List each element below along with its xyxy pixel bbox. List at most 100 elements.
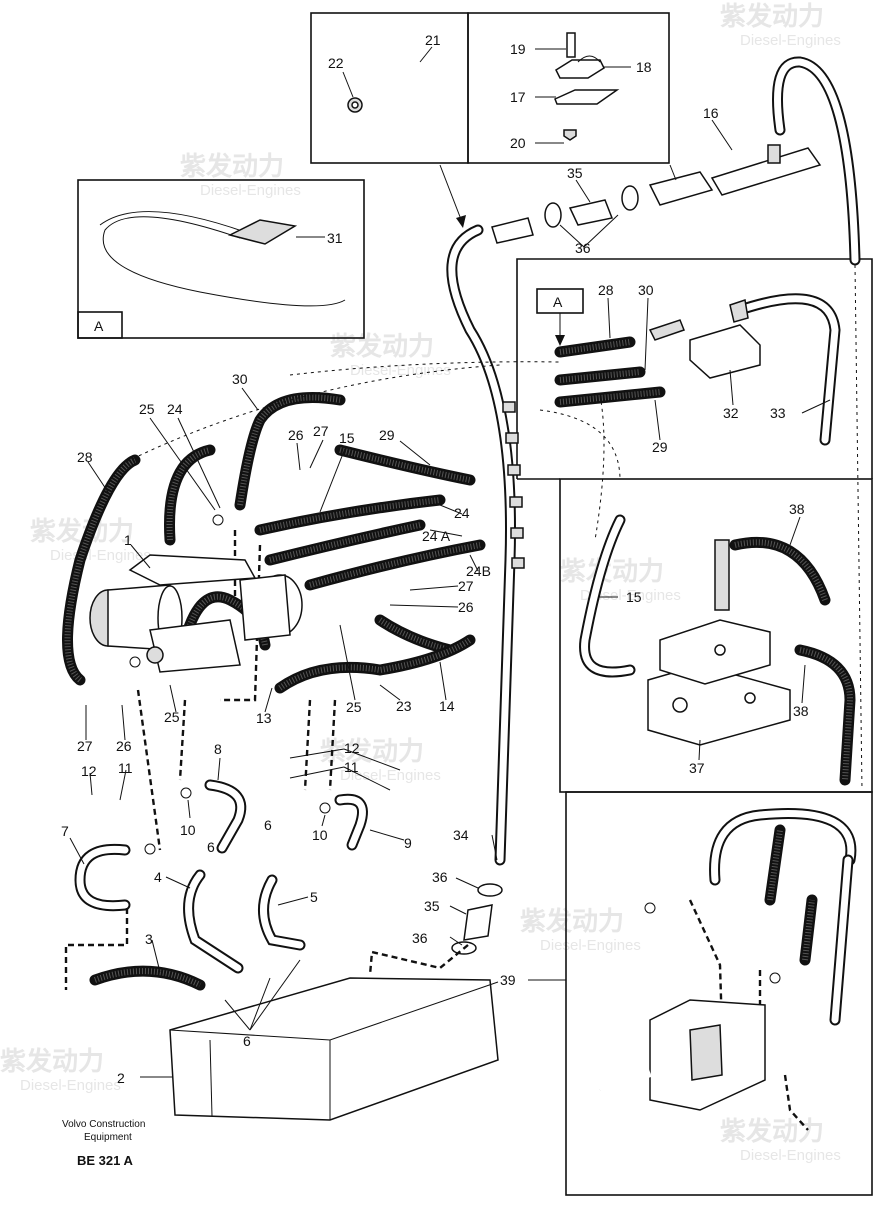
tank: [169, 977, 499, 1121]
fitting-part: [729, 299, 749, 323]
right-detail-boxes: [516, 258, 873, 1196]
pump-bracket: [128, 554, 257, 586]
callout-12: 12: [344, 740, 360, 756]
sleeve-part: [491, 217, 534, 244]
callout-38: 38: [789, 501, 805, 517]
sleeve-part: [648, 171, 714, 206]
pump-housing: [149, 619, 241, 673]
watermark-text: 紫发动力: [720, 1116, 824, 1146]
dashed-route: [303, 699, 312, 791]
callout-24: 24: [454, 505, 470, 521]
sleeve-part: [568, 199, 614, 226]
hose-29-detail: [554, 386, 666, 408]
watermark-text: 紫发动力: [180, 151, 284, 181]
callout-36: 36: [575, 240, 591, 256]
dashed-route: [64, 908, 129, 990]
pump-unit: [89, 554, 303, 673]
callout-37: 37: [689, 760, 705, 776]
callout-6: 6: [207, 839, 215, 855]
callout-33: 33: [770, 405, 786, 421]
clamp-part: [555, 59, 605, 79]
u-bolt-part: [378, 57, 429, 113]
callout-18: 18: [636, 59, 652, 75]
watermark-text: 紫发动力: [320, 736, 424, 766]
view-arrow-a: A: [439, 164, 677, 346]
callout-16: 16: [703, 105, 719, 121]
valve-block-body: [689, 324, 761, 379]
callout-24: 24: [167, 401, 183, 417]
detail-box-a: A: [77, 179, 365, 339]
callout-25: 25: [346, 699, 362, 715]
valve-fitting-stack: [714, 539, 730, 611]
watermark-text: 紫发动力: [330, 331, 434, 361]
watermark-subtext: Diesel-Engines: [20, 1077, 121, 1094]
pump-port: [146, 646, 164, 664]
leader-lines: [69, 297, 831, 1078]
hose-28-detail: [554, 336, 636, 358]
callout-27: 27: [313, 423, 329, 439]
callout-labels: 1 2 3 4 5 6 6 6 7 8 9 10 10 10 11 11 12 …: [61, 32, 809, 1086]
callout-21: 21: [425, 32, 441, 48]
dotted-route: [594, 394, 605, 541]
top-tube-assembly: [491, 119, 822, 248]
callout-30: 30: [232, 371, 248, 387]
callout-32: 32: [723, 405, 739, 421]
manufacturer-name: Volvo Construction: [62, 1119, 145, 1130]
callout-26: 26: [288, 427, 304, 443]
callout-34: 34: [453, 827, 469, 843]
callout-38: 38: [793, 703, 809, 719]
watermark-subtext: Diesel-Engines: [740, 1147, 841, 1164]
fitting-part: [507, 464, 521, 476]
fitting-part: [648, 319, 685, 341]
hose-layer: [62, 56, 861, 1026]
fitting-part: [509, 496, 523, 508]
drawing-footer: Volvo Construction Equipment BE 321 A: [62, 1119, 145, 1168]
watermark-subtext: Diesel-Engines: [340, 767, 441, 784]
detail-box-clamps: [310, 12, 670, 164]
screw-part: [566, 32, 576, 58]
detail-box-pump-connection: [565, 791, 873, 1196]
tank-body: [169, 977, 499, 1121]
callout-2: 2: [117, 1070, 125, 1086]
callout-28: 28: [598, 282, 614, 298]
callout-27: 27: [458, 578, 474, 594]
callout-1: 1: [124, 532, 132, 548]
callout-6: 6: [264, 817, 272, 833]
watermark-subtext: Diesel-Engines: [350, 362, 451, 379]
hose-33: [734, 293, 841, 446]
detail-label-a: A: [94, 318, 104, 334]
dashed-route: [783, 1074, 809, 1131]
callout-13: 13: [256, 710, 272, 726]
fitting-part: [510, 527, 524, 539]
hose-39-b: [764, 824, 786, 906]
watermark-text: 紫发动力: [720, 1, 824, 31]
hose-clamp-part: [477, 883, 503, 897]
callout-19: 19: [510, 41, 526, 57]
dotted-route: [854, 264, 863, 791]
callout-10: 10: [312, 827, 328, 843]
callout-4: 4: [154, 869, 162, 885]
valve-block-32: [648, 299, 761, 379]
callout-17: 17: [510, 89, 526, 105]
control-valve-37: [647, 539, 791, 746]
sleeve-part: [463, 904, 493, 941]
watermark-text: 紫发动力: [560, 556, 664, 586]
callout-39: 39: [500, 972, 516, 988]
flange-plate: [689, 1024, 723, 1081]
tube-part: [710, 147, 822, 196]
callout-20: 20: [510, 135, 526, 151]
manifold-fittings: [129, 401, 781, 984]
watermark-subtext: Diesel-Engines: [200, 182, 301, 199]
watermark-text: 紫发动力: [520, 906, 624, 936]
dashed-route: [368, 944, 469, 976]
nut-part: [563, 129, 577, 141]
callout-27: 27: [77, 738, 93, 754]
callout-6: 6: [243, 1033, 251, 1049]
callout-29: 29: [652, 439, 668, 455]
hose-clamp-part: [621, 185, 639, 211]
hose-24a: [264, 519, 426, 566]
callout-24a: 24 A: [422, 528, 451, 544]
watermark-subtext: Diesel-Engines: [740, 32, 841, 49]
callout-30: 30: [638, 282, 654, 298]
